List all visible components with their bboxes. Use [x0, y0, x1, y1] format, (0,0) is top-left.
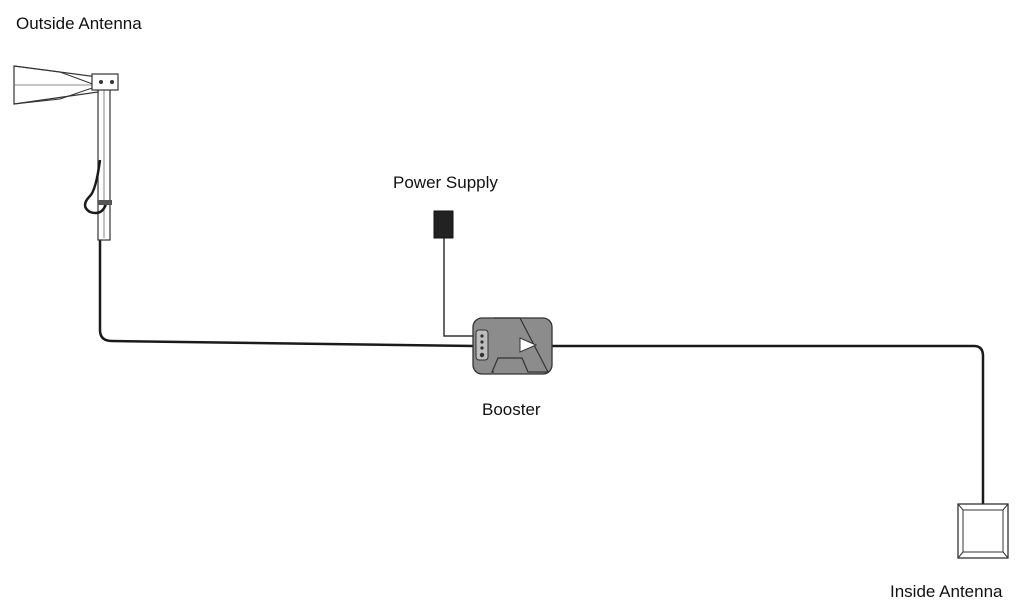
power-supply-label: Power Supply	[393, 173, 498, 192]
outside-antenna	[13, 65, 119, 241]
power-cable	[443, 238, 475, 337]
inside-antenna	[957, 503, 1009, 559]
power-supply	[433, 210, 454, 239]
booster-label: Booster	[482, 400, 541, 419]
booster-logo	[491, 317, 549, 373]
cable-loop	[83, 159, 108, 215]
coax-cable-outside	[98, 82, 475, 348]
booster-unit	[472, 317, 553, 375]
coax-cable-inside	[552, 344, 985, 505]
outside-antenna-label: Outside Antenna	[16, 14, 142, 33]
booster-led-panel	[475, 329, 489, 361]
inside-antenna-label: Inside Antenna	[890, 582, 1003, 601]
